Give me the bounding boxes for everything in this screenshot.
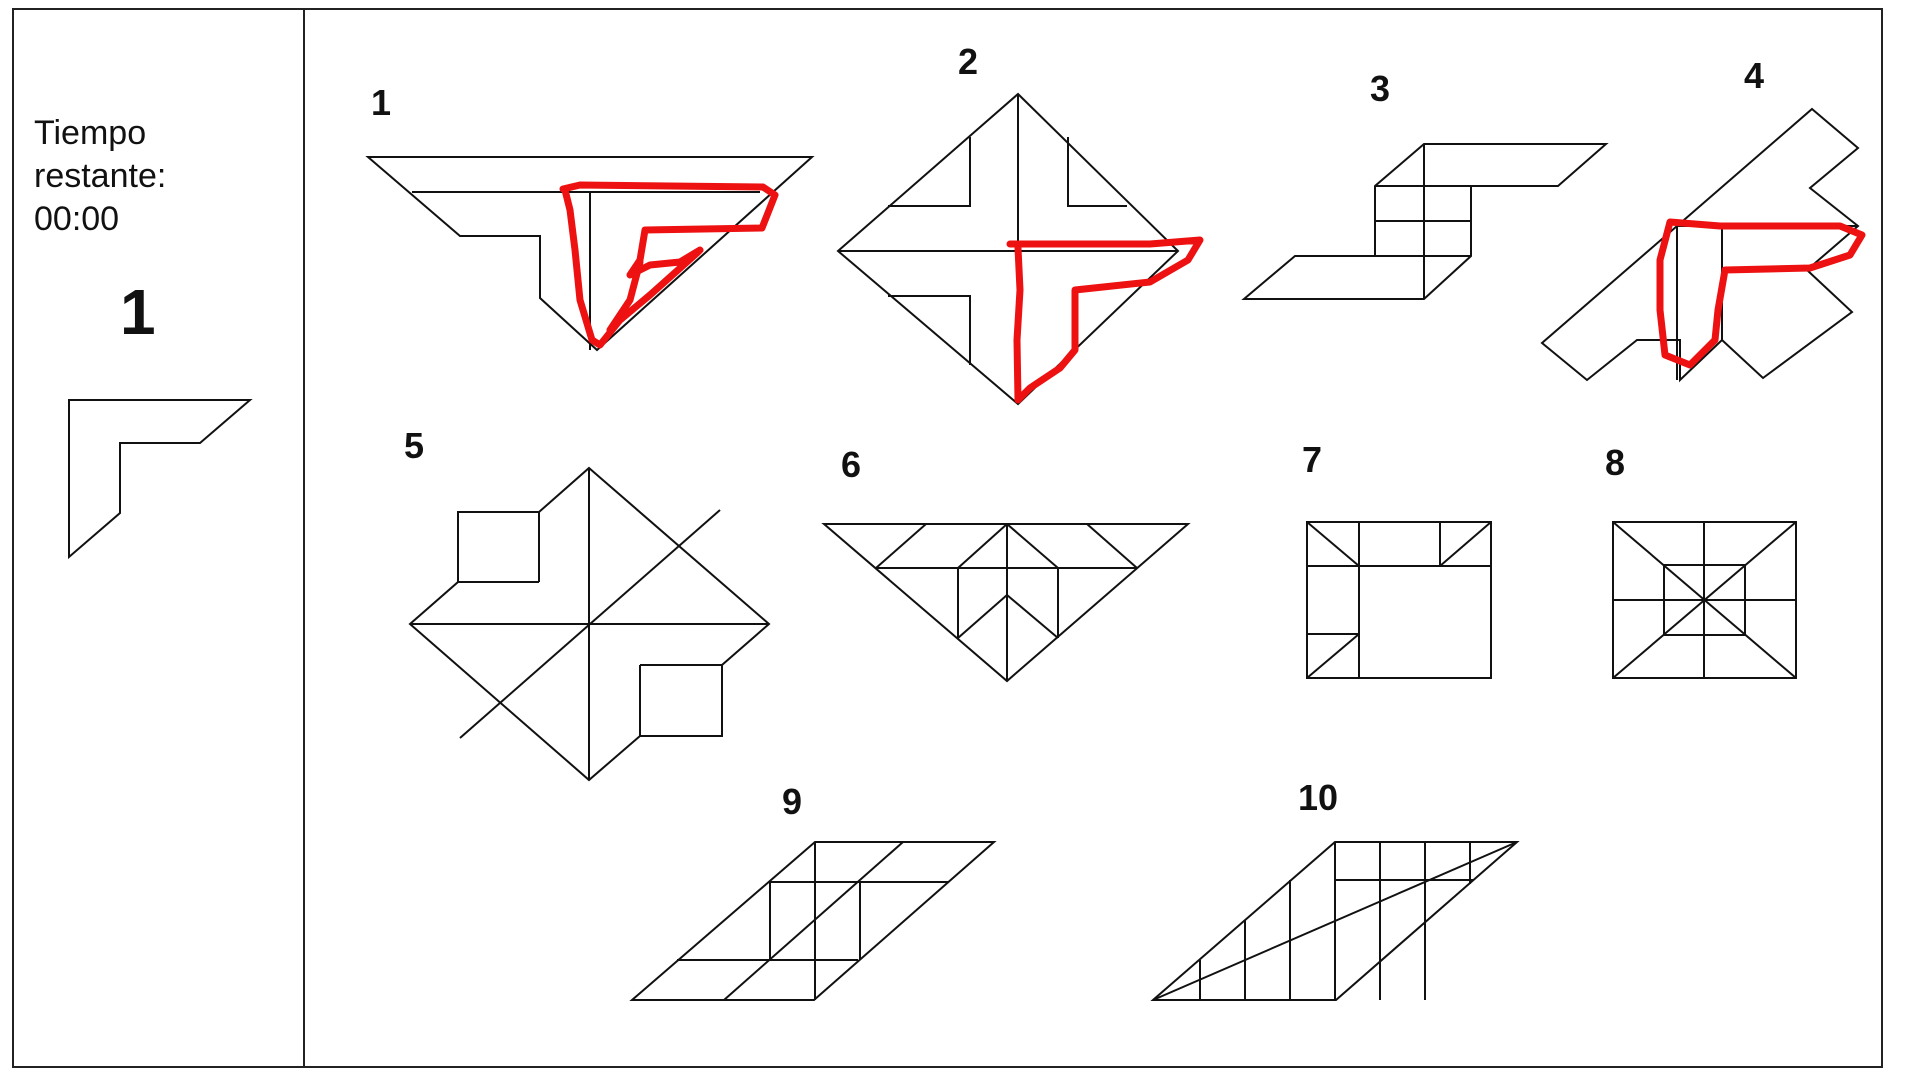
option-10[interactable]: 10	[1150, 777, 1520, 1001]
option-label: 1	[371, 82, 391, 123]
option-6[interactable]: 6	[821, 444, 1191, 683]
option-2-figure	[836, 92, 1180, 406]
option-label: 9	[782, 781, 802, 822]
option-label: 2	[958, 41, 978, 82]
option-1[interactable]: 1	[365, 82, 815, 352]
main-frame	[12, 8, 1883, 1068]
timer: Tiempo restante: 00:00	[34, 112, 166, 241]
option-4-selection-mark	[1656, 218, 1866, 369]
option-2-selection-mark	[1006, 236, 1204, 404]
timer-label-line2: restante:	[34, 157, 167, 195]
target-number: 1	[120, 276, 156, 348]
option-label: 10	[1298, 777, 1338, 818]
option-1-selection-mark	[559, 181, 779, 349]
option-label: 4	[1744, 55, 1764, 96]
option-label: 3	[1370, 68, 1390, 109]
target-shape	[68, 399, 253, 560]
option-8-figure	[1612, 521, 1797, 679]
option-label: 8	[1605, 442, 1625, 483]
option-label: 5	[404, 425, 424, 466]
option-3[interactable]: 3	[1241, 68, 1609, 300]
option-10-figure	[1150, 841, 1520, 1001]
option-8[interactable]: 8	[1605, 442, 1797, 679]
option-7[interactable]: 7	[1302, 439, 1492, 679]
left-panel	[12, 8, 305, 1068]
option-label: 6	[841, 444, 861, 485]
option-label: 7	[1302, 439, 1322, 480]
option-6-figure	[821, 523, 1191, 683]
option-9[interactable]: 9	[629, 781, 997, 1001]
option-4-figure	[1540, 107, 1860, 383]
option-2[interactable]: 2	[836, 41, 1204, 406]
option-5-figure	[408, 466, 771, 782]
option-9-figure	[629, 841, 997, 1001]
timer-value: 00:00	[34, 200, 120, 238]
option-7-figure	[1306, 521, 1492, 679]
timer-label-line1: Tiempo	[34, 114, 147, 152]
option-5[interactable]: 5	[404, 425, 771, 782]
option-3-figure	[1241, 143, 1609, 300]
option-4[interactable]: 4	[1540, 55, 1866, 383]
